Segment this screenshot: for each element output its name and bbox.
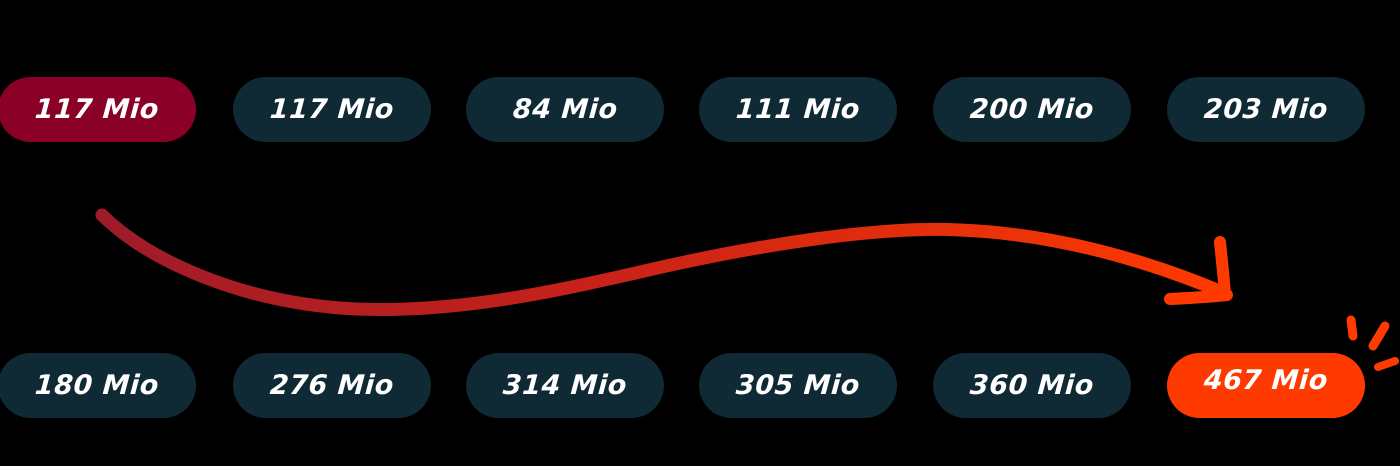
bottom-row: 180 Mio 276 Mio 314 Mio 305 Mio 360 Mio … [0,353,1400,419]
value-label: 111 Mio [734,94,862,125]
value-label: 467 Mio [1202,365,1330,396]
value-pill: 276 Mio [233,353,431,418]
value-label: 360 Mio [968,370,1096,401]
value-pill: 84 Mio [466,77,664,142]
value-pill: 111 Mio [699,77,897,142]
value-pill: 305 Mio [699,353,897,418]
value-label: 180 Mio [33,370,161,401]
value-pill-highlight: 467 Mio [1167,353,1365,418]
top-row: 117 Mio 117 Mio 84 Mio 111 Mio 200 Mio 2… [0,77,1400,143]
value-label: 314 Mio [501,370,629,401]
value-pill-start: 117 Mio [0,77,196,142]
value-label: 305 Mio [734,370,862,401]
value-pill: 360 Mio [933,353,1131,418]
value-label: 200 Mio [968,94,1096,125]
value-label: 117 Mio [268,94,396,125]
value-pill: 117 Mio [233,77,431,142]
value-label: 84 Mio [511,94,619,125]
value-label: 117 Mio [33,94,161,125]
value-label: 203 Mio [1202,94,1330,125]
value-pill: 203 Mio [1167,77,1365,142]
value-label: 276 Mio [268,370,396,401]
value-pill: 314 Mio [466,353,664,418]
value-pill: 200 Mio [933,77,1131,142]
value-pill: 180 Mio [0,353,196,418]
